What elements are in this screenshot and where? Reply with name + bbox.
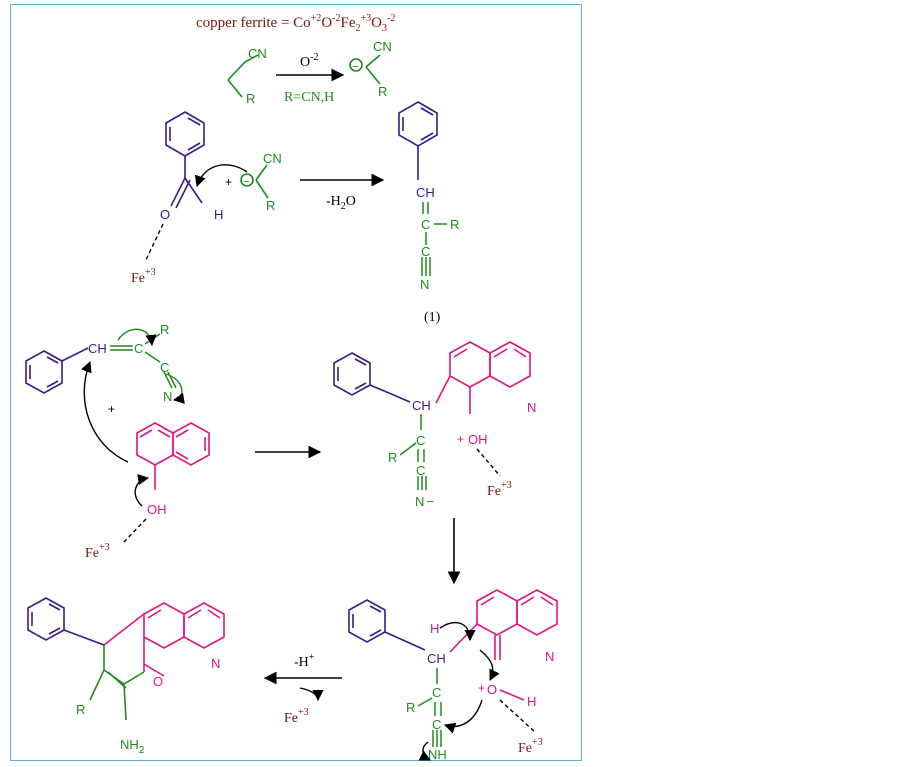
step1-product [349, 54, 381, 85]
step5-fe-coordination [499, 699, 537, 734]
step5-h: H [430, 621, 439, 636]
final-nh2: NH2 [120, 737, 145, 756]
step4-oh: OH [468, 432, 488, 447]
step2-aldehyde-h: H [214, 207, 223, 222]
step5-arrow-nh [418, 741, 432, 761]
step5-c2: C [432, 717, 441, 732]
step4-r: R [388, 450, 397, 465]
step2-anion-r: R [266, 198, 275, 213]
step3-c2: C [160, 360, 169, 375]
step5-nh: NH [428, 747, 447, 762]
step3-naphthol [136, 422, 210, 490]
step5-arrow-cyclize [443, 699, 483, 734]
step5-arrow-h [439, 621, 476, 642]
final-ring-o: O [153, 674, 163, 689]
step3-fe-coordination [121, 518, 147, 545]
step4-fe-coordination [476, 448, 501, 477]
step2-product-benzene [398, 101, 438, 180]
step4-n: N− [415, 494, 434, 509]
step5-fe: Fe+3 [518, 737, 543, 756]
step4-plus: + [457, 432, 464, 446]
final-ring-n: N [211, 656, 220, 671]
final-fe-arrow [299, 687, 324, 702]
step3-oh-arrow [134, 474, 150, 507]
step5-r: R [406, 700, 415, 715]
step4-c1: C [416, 433, 425, 448]
step2-product-chain [421, 202, 447, 276]
step3-curved-arrow-2 [165, 373, 185, 404]
step1-product-r: R [378, 84, 387, 99]
step3-oh: OH [147, 502, 167, 517]
step2-arrow-label: -H2O [326, 194, 356, 212]
step4-chain [399, 414, 427, 490]
step5-oh-bond [499, 689, 525, 701]
step2-aldehyde-o: O [160, 207, 170, 222]
step2-product-c: C [421, 217, 430, 232]
step3-r: R [160, 322, 169, 337]
step3-curved-arrow-1 [117, 328, 157, 347]
final-pyran-ring [89, 645, 145, 721]
final-r: R [76, 702, 85, 717]
step4-quinoline [435, 341, 531, 414]
step2-product-r: R [450, 217, 459, 232]
step5-benzene [348, 599, 426, 651]
step2-benzene-ring [165, 111, 205, 209]
step3-attack-arrow [81, 360, 129, 463]
step3-fe: Fe+3 [85, 542, 110, 561]
step2-fe: Fe+3 [131, 267, 156, 286]
step2-fe-coordination [144, 223, 164, 263]
step1-reagent-cn: CN [248, 46, 267, 61]
step2-attack-arrow [194, 164, 248, 188]
step3-n: N [163, 389, 172, 404]
header-formula: copper ferrite = Co+2O-2Fe2+3O3-2 [196, 13, 395, 34]
step5-arrow-o [479, 649, 500, 682]
step1-reagent [227, 54, 259, 98]
final-benzoquinoline [103, 602, 225, 677]
step2-product-c2: C [421, 244, 430, 259]
step5-quinoline [449, 589, 558, 660]
step4-benzene [333, 352, 411, 403]
step1-reagent-r: R [246, 91, 255, 106]
step1-product-charge: − [352, 61, 358, 73]
step1-product-cn: CN [373, 39, 392, 54]
step3-ch: CH [88, 341, 107, 356]
step4-ch: CH [412, 398, 431, 413]
step4-ring-n: N [527, 400, 536, 415]
step5-ch: CH [427, 651, 446, 666]
step5-chain [417, 668, 442, 747]
step2-plus: + [225, 175, 232, 189]
step5-ring-n: N [545, 649, 554, 664]
final-fe: Fe+3 [284, 707, 309, 726]
step3-plus: + [108, 402, 115, 416]
compound-label: (1) [424, 310, 441, 325]
step3-benzene [25, 347, 89, 394]
step2-anion [240, 164, 269, 199]
step4-fe: Fe+3 [487, 480, 512, 499]
final-benzene [27, 597, 105, 646]
step1-r-definition: R=CN,H [284, 90, 334, 105]
step2-product-n: N [420, 277, 429, 292]
step5-c1: C [432, 685, 441, 700]
scheme-frame [10, 4, 582, 761]
step5-h2: H [527, 694, 536, 709]
final-arrow-label: -H+ [294, 652, 315, 670]
step2-anion-charge: − [243, 176, 249, 188]
step1-arrow-label: O-2 [300, 52, 318, 70]
step5-o: O [487, 682, 497, 697]
step2-anion-cn: CN [263, 151, 282, 166]
step4-c2: C [416, 463, 425, 478]
step5-plus: + [478, 681, 485, 695]
step3-c1: C [134, 341, 143, 356]
step2-product-ch: CH [416, 185, 435, 200]
